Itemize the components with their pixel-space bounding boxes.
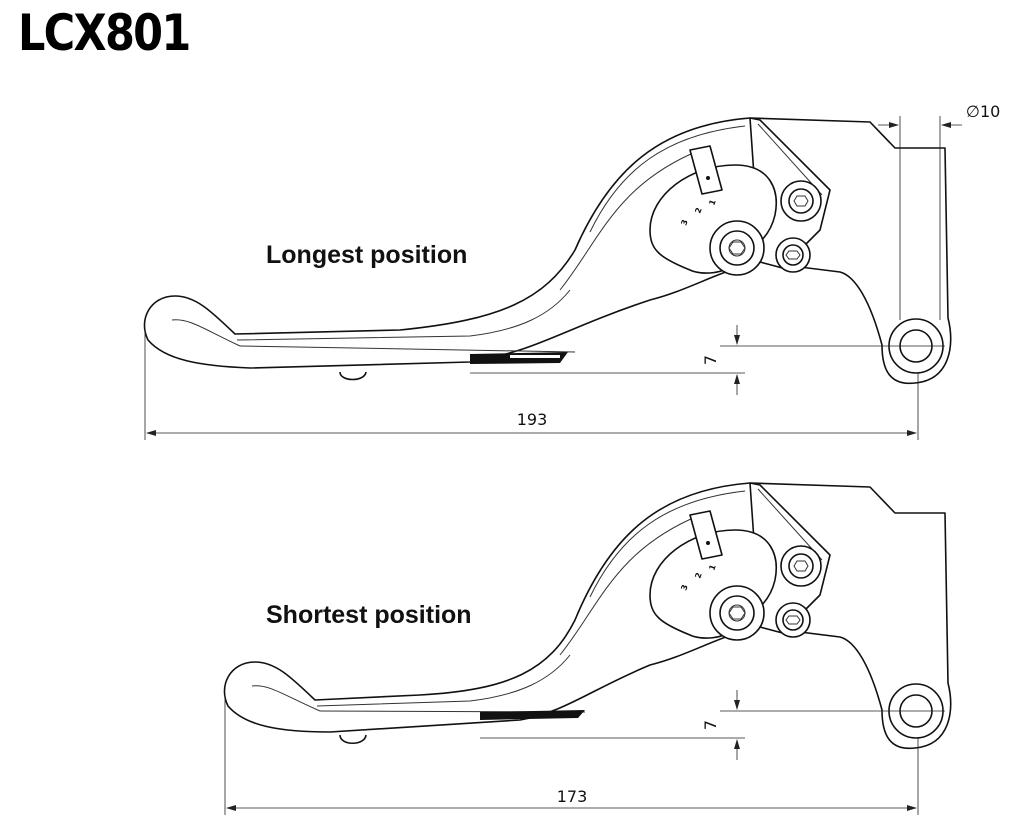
scale-mark-1-b: 1 (707, 563, 718, 572)
blade-edge-line-2 (316, 654, 571, 707)
arm-inner-line (559, 149, 701, 291)
lower-bolt-inner (782, 244, 804, 266)
pivot-nut-hex (728, 241, 746, 255)
blade-lower-line (239, 345, 576, 353)
length-dim-text: 193 (517, 410, 548, 429)
arm-upper-line (589, 125, 746, 233)
blade-bump (339, 371, 367, 381)
upper-bolt-hex (793, 195, 809, 207)
blade-dark-strip-2 (480, 710, 585, 720)
lever-body-outline (143, 117, 952, 385)
tab-dot-2 (706, 541, 710, 545)
upper-bolt-inner-2 (788, 553, 814, 579)
lower-bolt-hex (785, 250, 801, 260)
pivot-nut-hex-2 (728, 606, 746, 620)
length-dim-text-2: 173 (557, 787, 588, 806)
pivot-nut-ring-2 (719, 595, 755, 631)
pivot-nut-ring (719, 230, 755, 266)
blade-curve-line-2 (251, 685, 321, 712)
blade-strip-highlight (510, 355, 560, 358)
offset-dim-text-2: 7 (701, 720, 720, 730)
shortest-position-label: Shortest position (266, 601, 472, 629)
scale-mark-2-b: 2 (693, 571, 703, 579)
upper-bolt-inner (788, 188, 814, 214)
tab-dot (706, 176, 710, 180)
dimensions-shortest: 173 7 (224, 690, 945, 815)
blade-edge-line (236, 289, 571, 341)
longest-position-label: Longest position (266, 241, 468, 269)
upper-bolt-hex-2 (793, 560, 809, 572)
scale-mark-2: 2 (693, 206, 703, 214)
blade-curve-line (171, 319, 241, 347)
lower-bolt-hex-2 (785, 615, 801, 625)
model-title: LCX801 (18, 4, 191, 62)
scale-mark-1: 1 (707, 198, 718, 207)
scale-mark-3-b: 3 (679, 583, 689, 591)
lever-longest: 3 2 1 (143, 117, 952, 385)
offset-dim-text: 7 (701, 355, 720, 365)
arm-upper-line-2 (589, 490, 746, 598)
adjuster-tab-2 (689, 510, 723, 560)
scale-mark-3: 3 (679, 218, 689, 226)
dimensions-longest: 193 7 ∅10 (144, 102, 1000, 440)
arm-inner-line-2 (559, 514, 701, 656)
diameter-dim-text: ∅10 (966, 102, 1000, 121)
lower-bolt-inner-2 (782, 609, 804, 631)
lever-shortest: 3 2 1 (223, 482, 952, 750)
blade-bump-2 (339, 734, 367, 745)
adjuster-tab (689, 145, 723, 195)
